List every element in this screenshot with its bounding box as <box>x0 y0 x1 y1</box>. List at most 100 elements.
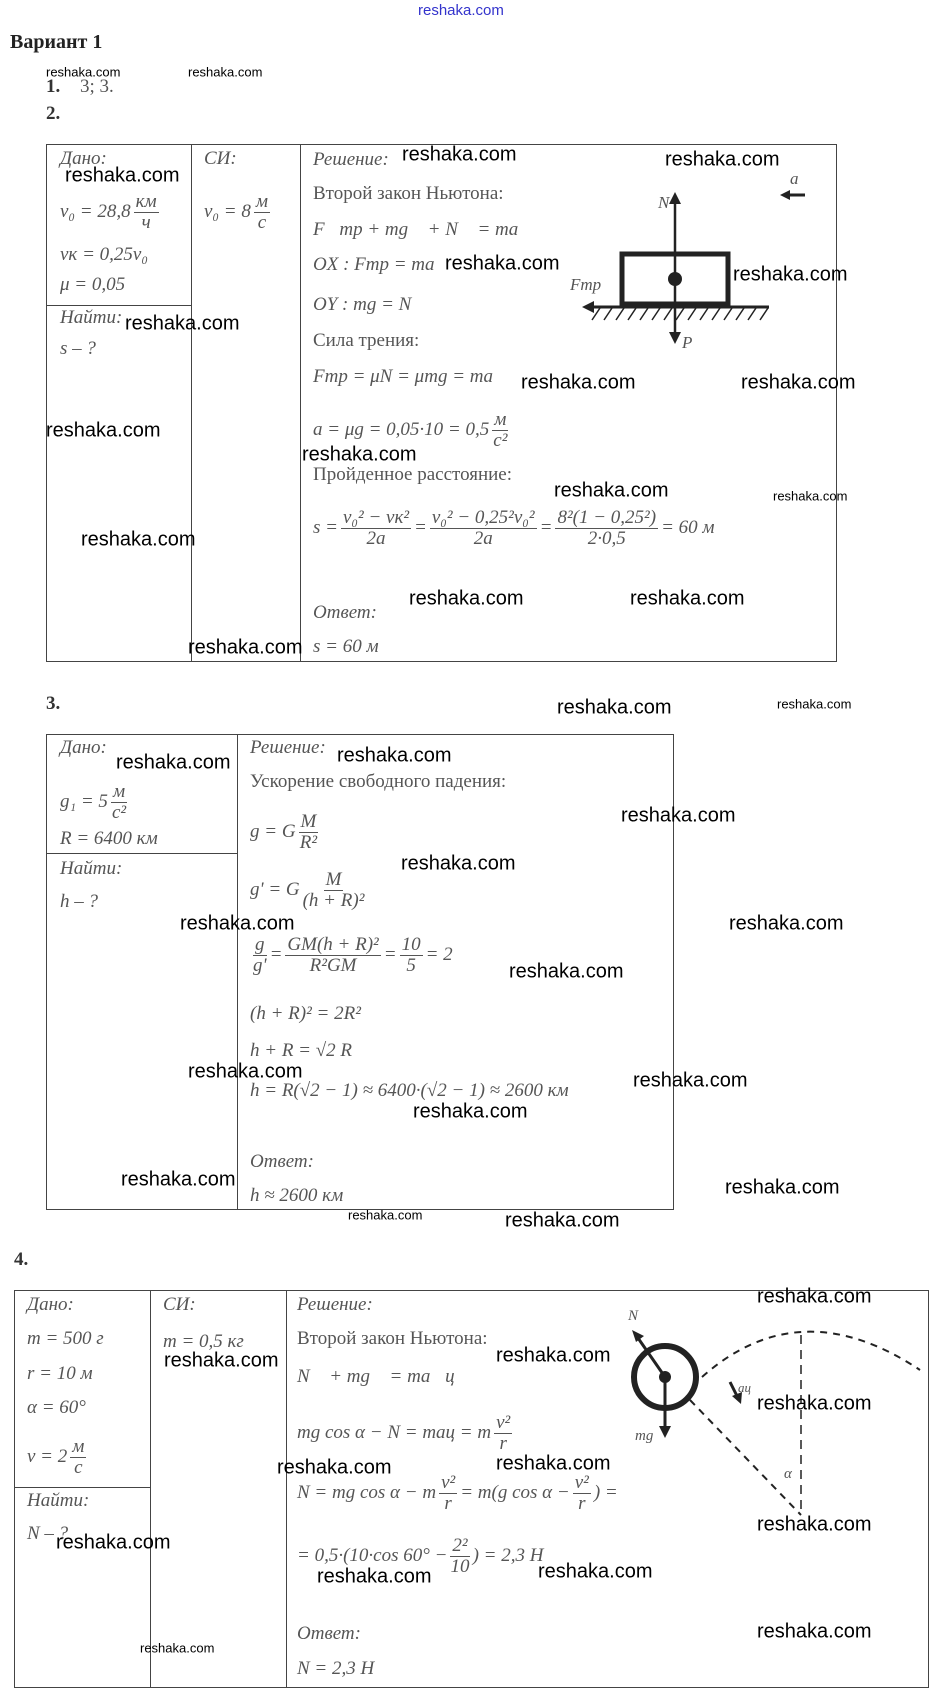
p4-label-a: aц <box>738 1380 752 1395</box>
p2-answer-label: Ответ: <box>313 602 377 623</box>
p3-r: R = 6400 км <box>60 828 158 849</box>
watermark: reshaka.com <box>725 1176 840 1199</box>
p2-answer: s = 60 м <box>313 636 379 657</box>
watermark: reshaka.com <box>741 371 856 394</box>
p2-find-label: Найти: <box>60 307 123 328</box>
watermark: reshaka.com <box>538 1560 653 1583</box>
watermark: reshaka.com <box>116 751 231 774</box>
watermark: reshaka.com <box>757 1285 872 1308</box>
p2-solution-label: Решение: <box>313 149 389 170</box>
p2-law: Второй закон Ньютона: <box>313 183 504 204</box>
p2-given-label: Дано: <box>60 148 107 169</box>
p4-si-m: m = 0,5 кг <box>163 1331 244 1352</box>
watermark: reshaka.com <box>757 1513 872 1536</box>
watermark: reshaka.com <box>317 1565 432 1588</box>
watermark: reshaka.com <box>188 636 303 659</box>
p2-friction: Сила трения: <box>313 330 420 351</box>
p3-answer: h ≈ 2600 км <box>250 1185 344 1206</box>
problem-4-number: 4. <box>14 1249 29 1270</box>
watermark: reshaka.com <box>46 419 161 442</box>
p2-find: s – ? <box>60 338 96 359</box>
p2-label-a: a <box>790 170 799 188</box>
watermark: reshaka.com <box>348 1207 423 1223</box>
problem-1-answer: 3; 3. <box>80 76 114 97</box>
problem-2-number: 2. <box>46 103 61 124</box>
watermark: reshaka.com <box>164 1349 279 1372</box>
watermark: reshaka.com <box>125 312 240 335</box>
p3-e5: h + R = √2 R <box>250 1040 353 1061</box>
watermark: reshaka.com <box>509 960 624 983</box>
watermark: reshaka.com <box>557 696 672 719</box>
p3-find: h – ? <box>60 891 98 912</box>
watermark: reshaka.com <box>757 1392 872 1415</box>
p3-title: Ускорение свободного падения: <box>250 771 507 792</box>
watermark: reshaka.com <box>81 528 196 551</box>
p3-e4: (h + R)² = 2R² <box>250 1003 361 1024</box>
watermark: reshaka.com <box>757 1620 872 1643</box>
watermark: reshaka.com <box>302 443 417 466</box>
watermark: reshaka.com <box>65 164 180 187</box>
watermark: reshaka.com <box>496 1344 611 1367</box>
p4-e1: N⃗ + mg⃗ = ma⃗ц <box>297 1366 455 1387</box>
variant-title: Вариант 1 <box>10 31 103 53</box>
p2-vk: vк = 0,25v₀ <box>60 244 148 265</box>
p4-alpha: α = 60° <box>27 1397 86 1418</box>
p3-find-label: Найти: <box>60 858 123 879</box>
p4-r: r = 10 м <box>27 1363 93 1384</box>
p3-answer-label: Ответ: <box>250 1151 314 1172</box>
watermark: reshaka.com <box>633 1069 748 1092</box>
watermark: reshaka.com <box>188 1060 303 1083</box>
watermark: reshaka.com <box>46 64 121 80</box>
watermark: reshaka.com <box>188 64 263 80</box>
p3-given-label: Дано: <box>60 737 107 758</box>
watermark: reshaka.com <box>505 1209 620 1232</box>
p4-si-label: СИ: <box>163 1294 196 1315</box>
p3-solution-label: Решение: <box>250 737 326 758</box>
p2-label-f: Fтр <box>570 275 601 294</box>
p2-eq1: F⃗тр + mg⃗ + N⃗ = ma⃗ <box>313 219 534 240</box>
p4-answer-label: Ответ: <box>297 1623 361 1644</box>
watermark: reshaka.com <box>773 488 848 504</box>
watermark: reshaka.com <box>733 263 848 286</box>
watermark: reshaka.com <box>630 587 745 610</box>
watermark: reshaka.com <box>665 148 780 171</box>
p4-loop-diagram: N mg aц α <box>627 1308 921 1516</box>
p4-m: m = 500 г <box>27 1328 104 1349</box>
p2-label-n: N <box>657 193 671 212</box>
p2-si-label: СИ: <box>204 148 237 169</box>
p2-eq4: Fтр = μN = μmg = ma <box>313 366 493 387</box>
p3-e6: h = R(√2 − 1) ≈ 6400·(√2 − 1) ≈ 2600 км <box>250 1080 569 1101</box>
watermark: reshaka.com <box>401 852 516 875</box>
watermark: reshaka.com <box>402 143 517 166</box>
watermark: reshaka.com <box>777 696 852 712</box>
p4-given-label: Дано: <box>27 1294 74 1315</box>
watermark: reshaka.com <box>554 479 669 502</box>
p2-eq3: OY : mg = N <box>313 294 412 315</box>
p4-label-mg: mg <box>635 1428 654 1444</box>
watermark: reshaka.com <box>413 1100 528 1123</box>
site-link[interactable]: reshaka.com <box>418 2 504 19</box>
watermark: reshaka.com <box>180 912 295 935</box>
p4-law: Второй закон Ньютона: <box>297 1328 488 1349</box>
p2-mu: μ = 0,05 <box>60 274 126 295</box>
watermark: reshaka.com <box>121 1168 236 1191</box>
p2-label-p: P <box>681 333 692 352</box>
problem-4-table <box>14 1290 929 1688</box>
watermark: reshaka.com <box>621 804 736 827</box>
p2-eq2: OX : Fтр = ma <box>313 254 435 275</box>
watermark: reshaka.com <box>277 1456 392 1479</box>
watermark: reshaka.com <box>521 371 636 394</box>
watermark: reshaka.com <box>409 587 524 610</box>
watermark: reshaka.com <box>337 744 452 767</box>
watermark: reshaka.com <box>445 252 560 275</box>
